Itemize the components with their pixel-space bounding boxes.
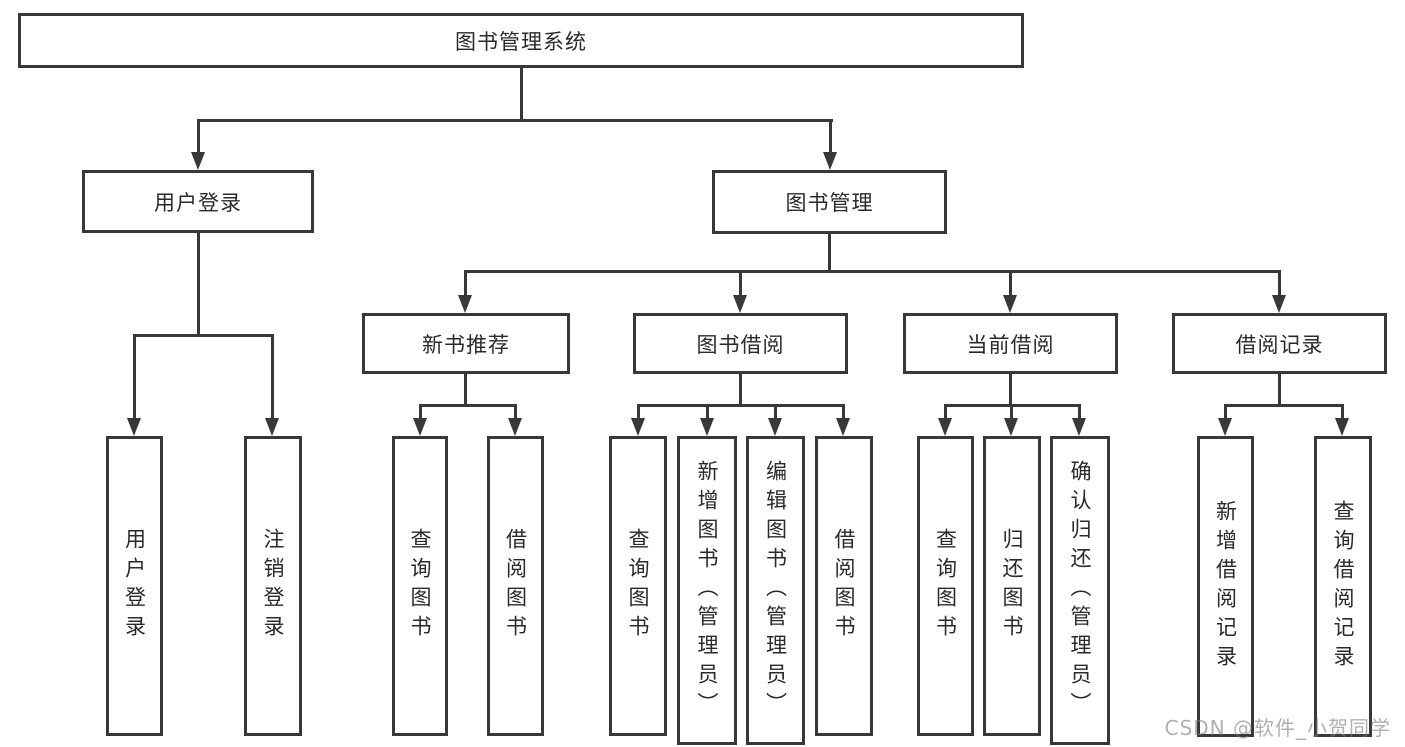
arrowhead-down-icon — [458, 295, 472, 313]
arrowhead-down-icon — [1072, 418, 1086, 436]
node-book-management: 图书管理 — [712, 170, 947, 234]
arrowhead-down-icon — [1335, 418, 1349, 436]
connector-leaf-login-drop — [133, 334, 136, 418]
connector-records-drop — [1278, 270, 1281, 296]
node-library-management-system: 图书管理系统 — [18, 13, 1024, 68]
leaf-logout-login: 注销登录 — [244, 436, 302, 736]
connector-current-drop — [1009, 270, 1012, 296]
arrowhead-down-icon — [191, 152, 205, 170]
connector-borrowing-rail — [637, 404, 845, 407]
connector-leaf-logout-drop — [271, 334, 274, 418]
arrowhead-down-icon — [413, 418, 427, 436]
connector-drop — [706, 404, 709, 419]
watermark: CSDN @软件_小贺同学 — [1164, 716, 1391, 740]
leaf-user-login: 用户登录 — [106, 436, 163, 736]
connector-current-stem — [1009, 374, 1012, 406]
connector-book-mgmt-drop — [829, 119, 832, 154]
connector-drop — [944, 404, 947, 419]
node-current-borrowing: 当前借阅 — [903, 313, 1118, 374]
leaf-add-books-admin: 新增图书（管理员） — [677, 436, 737, 745]
leaf-query-books-current: 查询图书 — [917, 436, 974, 736]
arrowhead-down-icon — [733, 295, 747, 313]
connector-drop — [1078, 404, 1081, 419]
connector-level1-rail — [197, 119, 833, 122]
connector-drop — [419, 404, 422, 419]
connector-user-login-rail — [133, 334, 274, 337]
node-user-login: 用户登录 — [82, 170, 314, 233]
arrowhead-down-icon — [1004, 418, 1018, 436]
arrowhead-down-icon — [700, 418, 714, 436]
node-new-book-recommendation: 新书推荐 — [362, 313, 570, 374]
arrowhead-down-icon — [1272, 295, 1286, 313]
connector-drop — [1341, 404, 1344, 419]
connector-drop — [637, 404, 640, 419]
arrowhead-down-icon — [127, 418, 141, 436]
leaf-return-books: 归还图书 — [983, 436, 1041, 736]
connector-drop — [1224, 404, 1227, 419]
arrowhead-down-icon — [836, 418, 850, 436]
connector-drop — [774, 404, 777, 419]
arrowhead-down-icon — [508, 418, 522, 436]
arrowhead-down-icon — [265, 418, 279, 436]
connector-records-stem — [1278, 374, 1281, 406]
leaf-query-books-recommend: 查询图书 — [392, 436, 448, 736]
arrowhead-down-icon — [1218, 418, 1232, 436]
arrowhead-down-icon — [1003, 295, 1017, 313]
node-book-borrowing: 图书借阅 — [633, 313, 848, 374]
leaf-query-borrow-record: 查询借阅记录 — [1314, 436, 1372, 737]
arrowhead-down-icon — [938, 418, 952, 436]
connector-level2-rail — [464, 270, 1281, 273]
connector-user-login-drop — [197, 119, 200, 154]
node-borrowing-records: 借阅记录 — [1172, 313, 1387, 374]
connector-user-login-stem — [197, 233, 200, 337]
connector-new-book-stem — [464, 374, 467, 406]
connector-new-book-drop — [464, 270, 467, 296]
connector-drop — [1010, 404, 1013, 419]
leaf-add-borrow-record: 新增借阅记录 — [1197, 436, 1254, 737]
leaf-borrow-books-recommend: 借阅图书 — [487, 436, 544, 736]
connector-records-rail — [1224, 404, 1344, 407]
connector-book-mgmt-stem — [828, 234, 831, 273]
arrowhead-down-icon — [768, 418, 782, 436]
connector-drop — [842, 404, 845, 419]
connector-drop — [514, 404, 517, 419]
arrowhead-down-icon — [823, 152, 837, 170]
connector-root-stem — [520, 68, 523, 121]
leaf-query-books-borrowing: 查询图书 — [609, 436, 667, 736]
connector-new-book-rail — [419, 404, 517, 407]
connector-borrowing-drop — [739, 270, 742, 296]
leaf-edit-books-admin: 编辑图书（管理员） — [746, 436, 805, 745]
leaf-confirm-return-admin: 确认归还（管理员） — [1050, 436, 1110, 745]
arrowhead-down-icon — [631, 418, 645, 436]
connector-borrowing-stem — [739, 374, 742, 406]
leaf-borrow-books-borrowing: 借阅图书 — [815, 436, 873, 736]
